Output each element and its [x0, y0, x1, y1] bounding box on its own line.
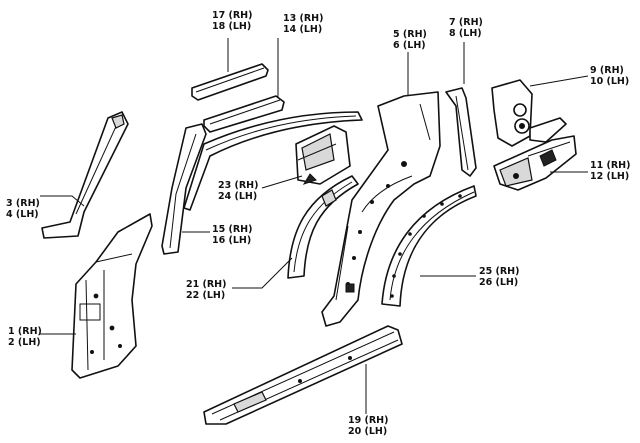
part-11-rear-end-bracket	[493, 135, 577, 191]
part-15-center-pillar	[161, 123, 207, 255]
label-parts-21-22: 21 (RH) 22 (LH)	[186, 279, 227, 301]
label-parts-11-12: 11 (RH) 12 (LH)	[590, 160, 631, 182]
leader-21	[232, 257, 293, 289]
part-23-wheelhouse-bracket	[295, 125, 351, 185]
part-3-front-pillar-upper	[41, 111, 129, 239]
label-parts-3-4: 3 (RH) 4 (LH)	[6, 198, 40, 220]
leader-3	[40, 195, 85, 207]
part-7-rear-pillar-strip	[445, 87, 477, 177]
part-17-roof-rail-inner	[191, 63, 269, 101]
leader-lines	[40, 38, 589, 414]
label-parts-15-16: 15 (RH) 16 (LH)	[212, 224, 253, 246]
part-21-wheelhouse-inner	[287, 175, 359, 279]
part-roof-rail-long	[183, 111, 363, 211]
part-1-front-pillar-lower	[71, 213, 153, 379]
label-parts-17-18: 17 (RH) 18 (LH)	[212, 10, 253, 32]
label-parts-1-2: 1 (RH) 2 (LH)	[8, 326, 42, 348]
part-9-rear-lamp-housing	[491, 79, 567, 147]
leader-23	[261, 175, 303, 189]
part-25-wheel-arch-outer	[381, 185, 477, 307]
label-parts-25-26: 25 (RH) 26 (LH)	[479, 266, 520, 288]
part-19-sill-panel	[203, 325, 403, 425]
part-5-quarter-panel	[321, 91, 441, 327]
label-parts-23-24: 23 (RH) 24 (LH)	[218, 180, 259, 202]
label-parts-13-14: 13 (RH) 14 (LH)	[283, 13, 324, 35]
label-parts-7-8: 7 (RH) 8 (LH)	[449, 17, 483, 39]
label-parts-19-20: 19 (RH) 20 (LH)	[348, 415, 389, 437]
label-parts-5-6: 5 (RH) 6 (LH)	[393, 29, 427, 51]
leader-9	[529, 75, 589, 87]
label-parts-9-10: 9 (RH) 10 (LH)	[590, 65, 630, 87]
part-13-roof-side-rail	[203, 95, 285, 133]
